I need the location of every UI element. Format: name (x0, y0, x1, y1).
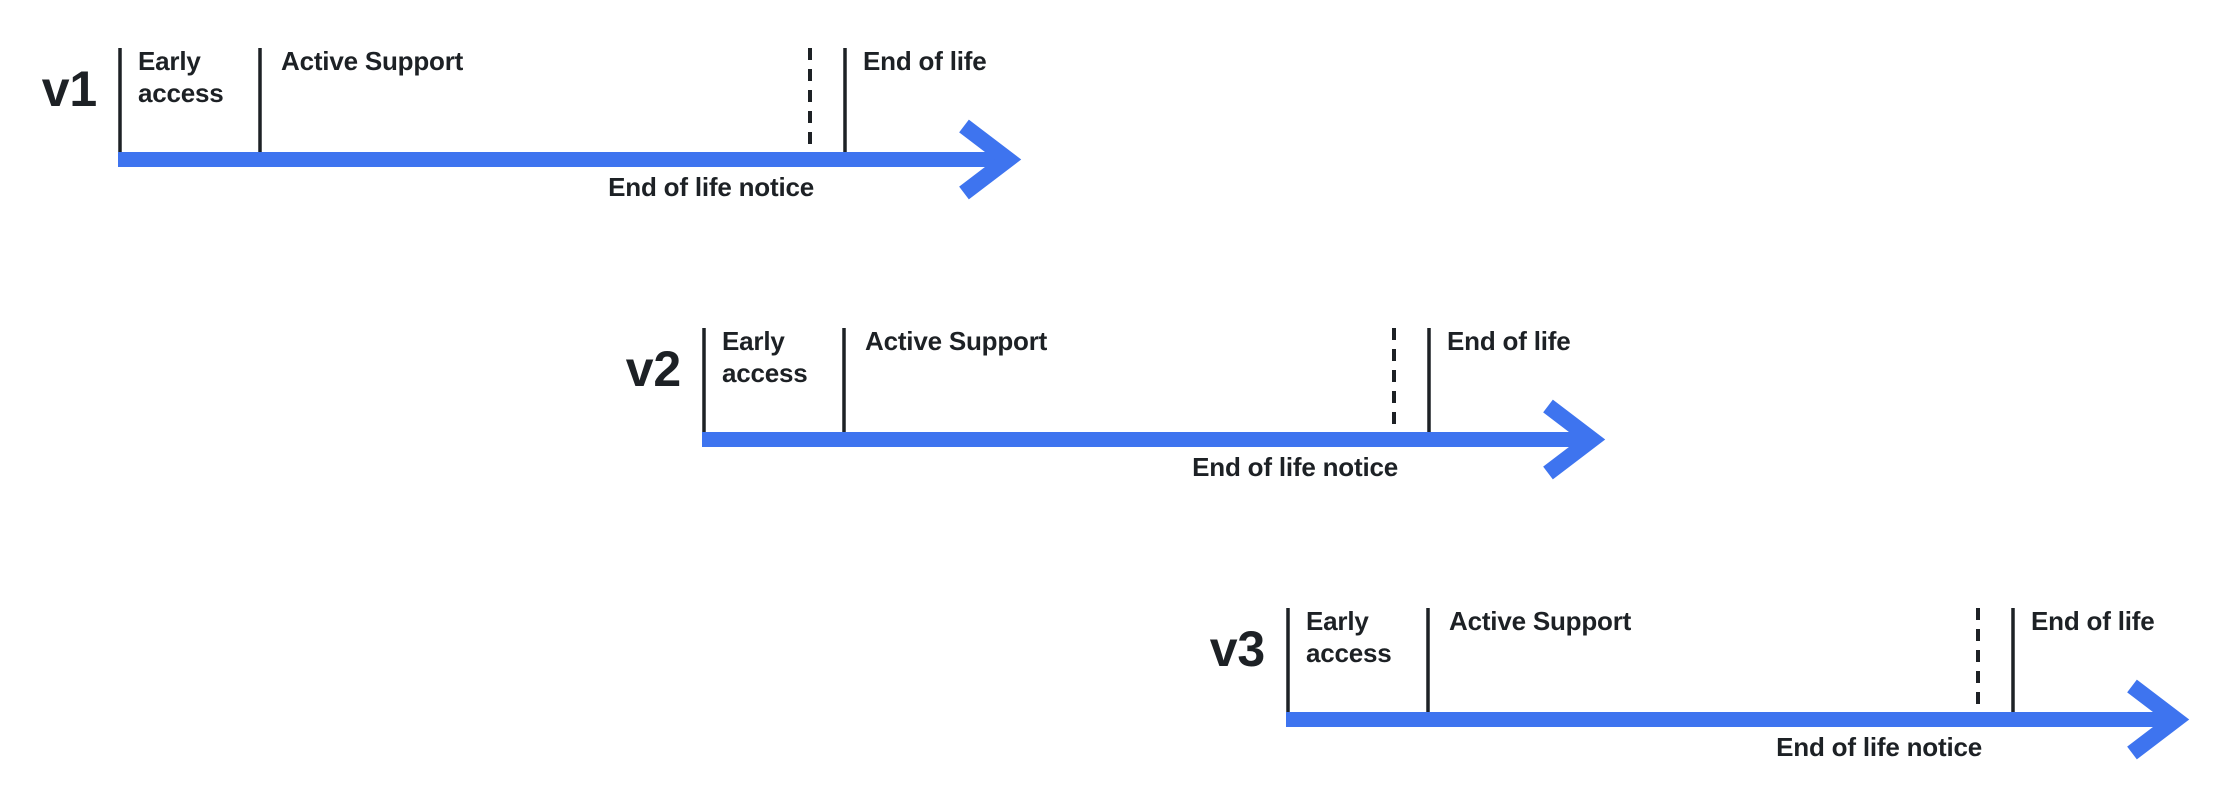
timeline-row-v1: v1 Early access Active Support End of li… (42, 46, 1028, 228)
arrowhead-icon (1543, 399, 1606, 480)
version-label: v3 (1209, 621, 1265, 677)
timeline-graphic-v2 (702, 328, 1606, 480)
early-access-label: Early access (138, 46, 224, 108)
active-support-label: Active Support (1449, 606, 1632, 636)
version-label: v1 (41, 61, 97, 117)
timeline-bar (702, 432, 1584, 447)
early-access-label: Early access (722, 326, 808, 388)
arrowhead-icon (2127, 679, 2190, 760)
end-of-life-label: End of life (2031, 606, 2155, 636)
end-of-life-notice-label: End of life notice (1192, 452, 1398, 482)
active-support-label: Active Support (281, 46, 464, 76)
timeline-row-v2: v2 Early access Active Support End of li… (626, 326, 1612, 508)
end-of-life-label: End of life (1447, 326, 1571, 356)
timeline-row-v3: v3 Early access Active Support End of li… (1210, 606, 2196, 788)
end-of-life-notice-label: End of life notice (1776, 732, 1982, 762)
arrowhead-icon (959, 119, 1022, 200)
end-of-life-notice-label: End of life notice (608, 172, 814, 202)
timeline-graphic-v1 (118, 48, 1022, 200)
timeline-bar (1286, 712, 2168, 727)
version-label: v2 (625, 341, 681, 397)
timeline-bar (118, 152, 1000, 167)
active-support-label: Active Support (865, 326, 1048, 356)
early-access-label: Early access (1306, 606, 1392, 668)
timeline-graphic-v3 (1286, 608, 2190, 760)
end-of-life-label: End of life (863, 46, 987, 76)
